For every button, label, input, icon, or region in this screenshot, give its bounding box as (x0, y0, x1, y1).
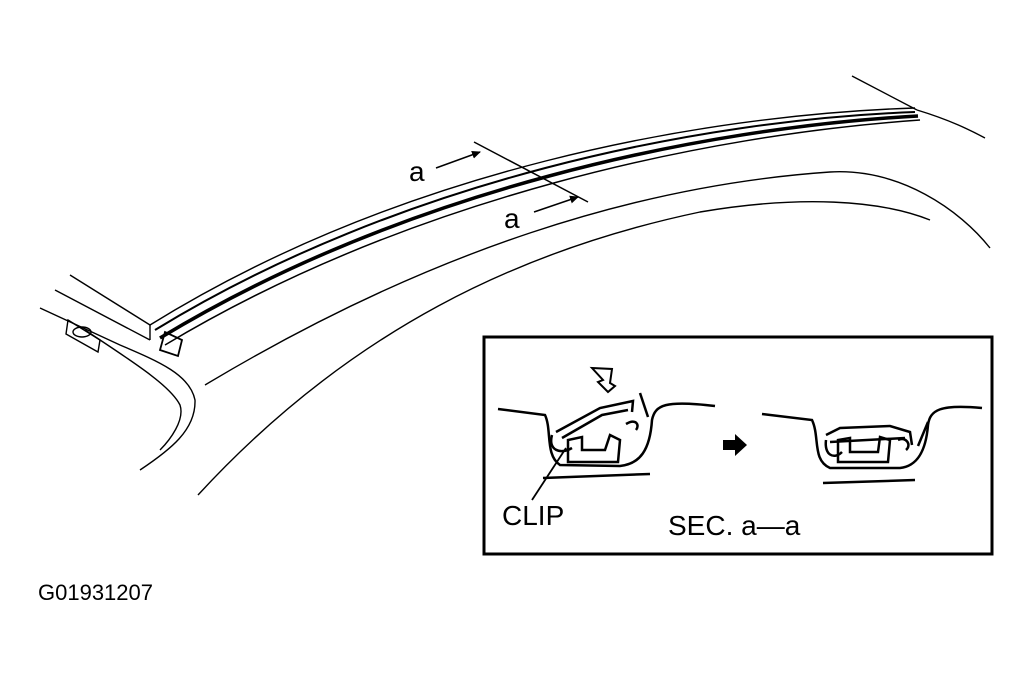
push-direction-icon (589, 366, 617, 394)
section-marker-top-label: a (409, 156, 425, 187)
clip-after-install (761, 405, 983, 485)
vehicle-body-outline (39, 75, 991, 496)
section-marker-bottom-label: a (504, 203, 520, 234)
clip-label: CLIP (502, 500, 564, 531)
clip-before-install (497, 392, 716, 480)
transition-arrow-icon (723, 434, 747, 456)
section-detail-inset: CLIP SEC. a—a (482, 335, 994, 556)
section-title-label: SEC. a—a (668, 510, 801, 541)
figure-id-label: G01931207 (38, 580, 153, 605)
roof-molding (154, 111, 921, 358)
section-cut-line (435, 141, 589, 213)
clip-leader-line (531, 447, 567, 501)
